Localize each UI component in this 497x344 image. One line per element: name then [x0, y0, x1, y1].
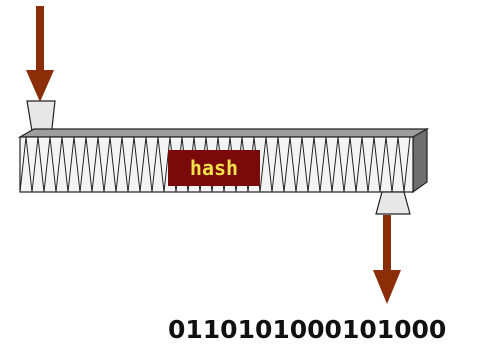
hash-label-background: [168, 150, 260, 186]
input-arrow-shaft: [36, 6, 44, 72]
input-arrow: [26, 6, 54, 102]
output-bitstring: 0110101000101000: [168, 315, 446, 344]
input-arrow-head: [26, 70, 54, 102]
output-arrow-head: [373, 270, 401, 304]
machine-side-face: [412, 127, 428, 194]
hash-label-box: hash: [168, 150, 260, 186]
hash-label: hash: [190, 156, 238, 180]
output-funnel-icon: [375, 191, 411, 215]
machine-top-face: [17, 128, 430, 138]
output-arrow-shaft: [383, 215, 391, 273]
output-arrow: [373, 215, 401, 304]
